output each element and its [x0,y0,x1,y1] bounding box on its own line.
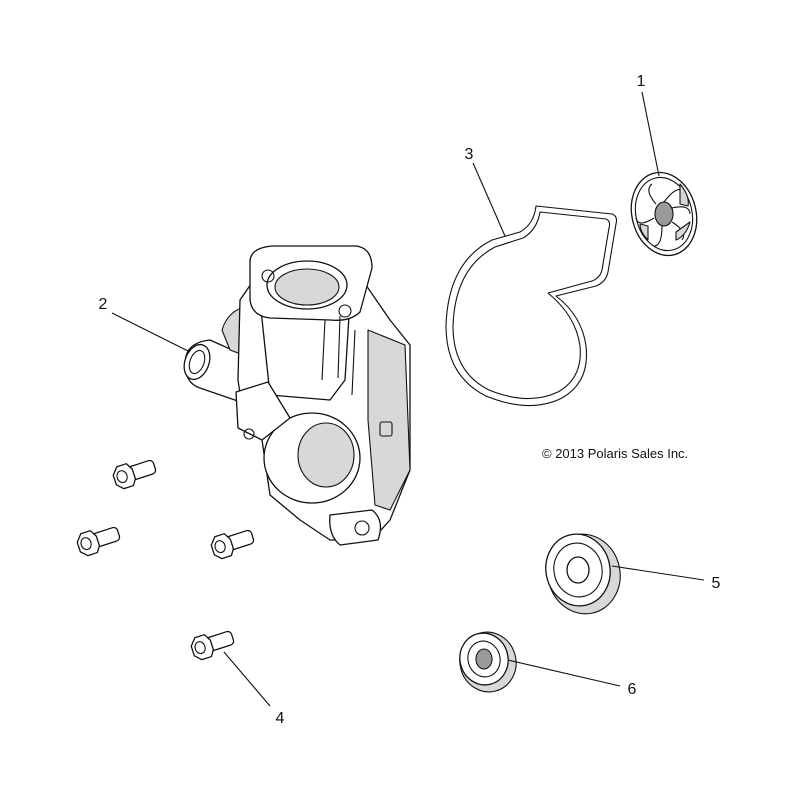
leader-line-1 [641,91,660,177]
copyright-notice: © 2013 Polaris Sales Inc. [542,446,688,461]
small-seal [459,631,517,693]
leader-line-2 [111,312,191,353]
gasket [445,205,618,407]
leader-line-4 [223,651,271,707]
callout-1: 1 [637,73,646,90]
callout-6: 6 [628,681,637,698]
large-seal [545,533,621,615]
callout-5: 5 [712,575,721,592]
bolt [112,459,157,490]
callout-2: 2 [99,296,108,313]
water-pump-housing [183,245,411,546]
impeller [630,171,698,257]
leader-line-3 [472,162,506,237]
leader-line-5 [611,565,705,581]
bolt [76,526,121,557]
leader-line-6 [507,659,621,687]
bolt [190,630,235,661]
bolt [210,529,255,560]
callout-3: 3 [465,146,474,163]
callout-4: 4 [276,710,285,727]
